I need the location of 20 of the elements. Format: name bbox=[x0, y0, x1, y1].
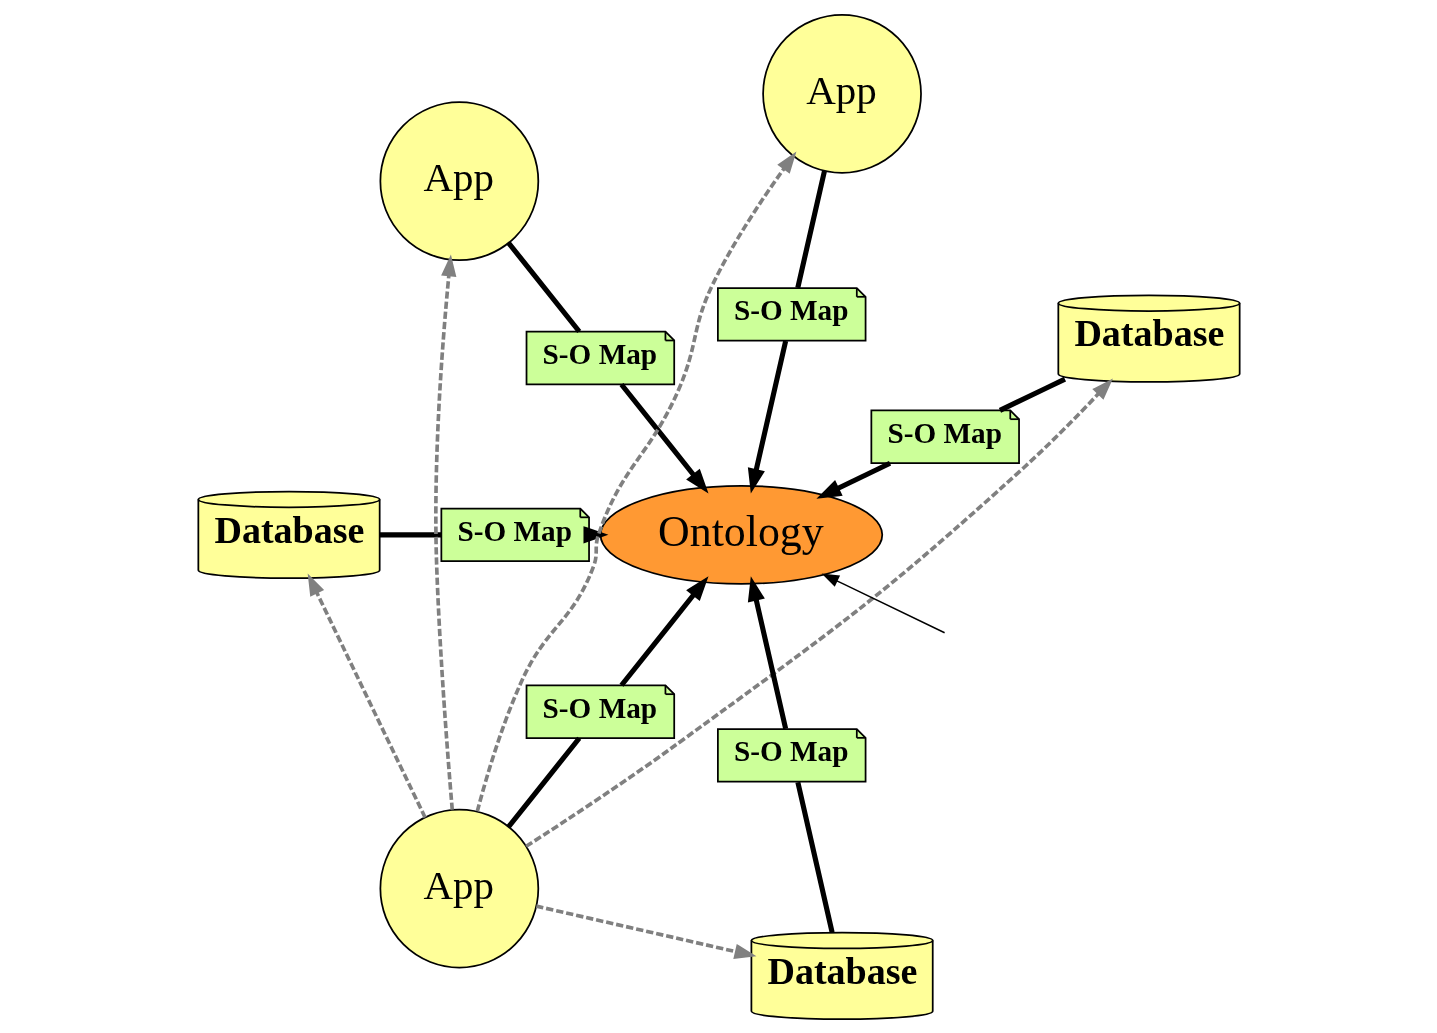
connector bbox=[794, 781, 835, 933]
arrow bbox=[583, 525, 608, 544]
connector bbox=[379, 531, 441, 537]
arrow bbox=[619, 575, 708, 687]
arrow bbox=[619, 382, 708, 494]
arrow bbox=[307, 573, 427, 818]
arrow bbox=[433, 253, 456, 810]
connector bbox=[506, 736, 581, 828]
arrow bbox=[747, 575, 788, 729]
connector bbox=[506, 240, 581, 333]
arrow bbox=[524, 377, 1113, 848]
arrow bbox=[747, 339, 788, 494]
arrow bbox=[821, 573, 945, 633]
arrow bbox=[815, 460, 891, 499]
arrow bbox=[475, 151, 796, 812]
node-circle: App bbox=[379, 808, 539, 968]
node-circle: App bbox=[379, 100, 539, 261]
arrow bbox=[535, 903, 756, 959]
connector bbox=[794, 169, 827, 288]
connector bbox=[998, 376, 1066, 413]
